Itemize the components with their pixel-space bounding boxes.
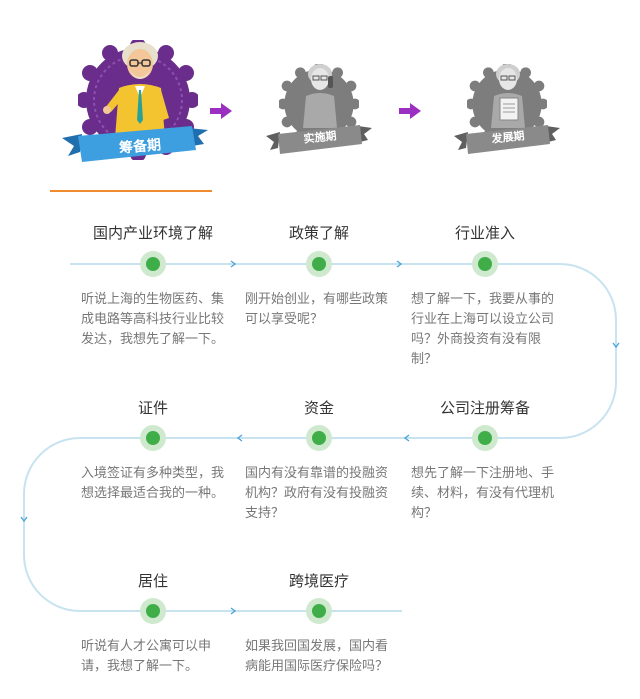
- stage-implementation[interactable]: 实施期: [264, 60, 374, 160]
- node-desc-registration: 想先了解一下注册地、手续、材料，有没有代理机构？: [411, 466, 555, 521]
- node-desc-access: 想了解一下，我要从事的行业在上海可以设立公司吗？外商投资有没有限制？: [411, 292, 555, 367]
- node-title-housing: 居住: [137, 572, 168, 590]
- node-desc-housing: 听说有人才公寓可以申请，我想了解一下。: [81, 639, 212, 674]
- node-title-registration: 公司注册筹备: [439, 399, 530, 417]
- man-reading-icon: [491, 64, 525, 128]
- ribbon-banner: [454, 125, 560, 154]
- node-desc-documents: 入境签证有多种类型，我想选择最适合我的一种。: [81, 466, 225, 501]
- node-desc-funding: 国内有没有靠谱的投融资机构？政府有没有投融资支持？: [245, 466, 389, 521]
- stage-development[interactable]: 发展期: [452, 60, 562, 160]
- timeline-node-dot[interactable]: [306, 425, 332, 451]
- businessman-icon: [103, 42, 169, 138]
- node-title-policy: 政策了解: [288, 224, 349, 242]
- node-title-documents: 证件: [137, 399, 168, 417]
- timeline-node-dot[interactable]: [306, 598, 332, 624]
- timeline-node-dot[interactable]: [140, 251, 166, 277]
- timeline-node-dot[interactable]: [472, 425, 498, 451]
- ribbon-banner: [266, 125, 372, 154]
- arrow-right-icon: [210, 103, 232, 119]
- timeline-node-dot[interactable]: [140, 598, 166, 624]
- node-desc-policy: 刚开始创业，有哪些政策可以享受呢？: [245, 292, 389, 327]
- man-phone-icon: [303, 64, 337, 128]
- stage-preparation[interactable]: 筹备期: [60, 38, 210, 178]
- node-title-medical: 跨境医疗: [288, 572, 349, 590]
- timeline-node-dot[interactable]: [140, 425, 166, 451]
- arrow-right-icon: [399, 103, 421, 119]
- timeline-node-dot[interactable]: [472, 251, 498, 277]
- node-title-access: 行业准入: [454, 224, 515, 242]
- node-desc-industry: 听说上海的生物医药、集成电路等高科技行业比较发达，我想先了解一下。: [81, 292, 225, 347]
- node-title-funding: 资金: [303, 399, 334, 417]
- active-stage-underline: [50, 190, 212, 192]
- timeline-node-dot[interactable]: [306, 251, 332, 277]
- node-desc-medical: 如果我回国发展，国内看病能用国际医疗保险吗？: [245, 639, 389, 674]
- node-title-industry: 国内产业环境了解: [92, 224, 213, 242]
- ribbon-banner: [62, 126, 208, 162]
